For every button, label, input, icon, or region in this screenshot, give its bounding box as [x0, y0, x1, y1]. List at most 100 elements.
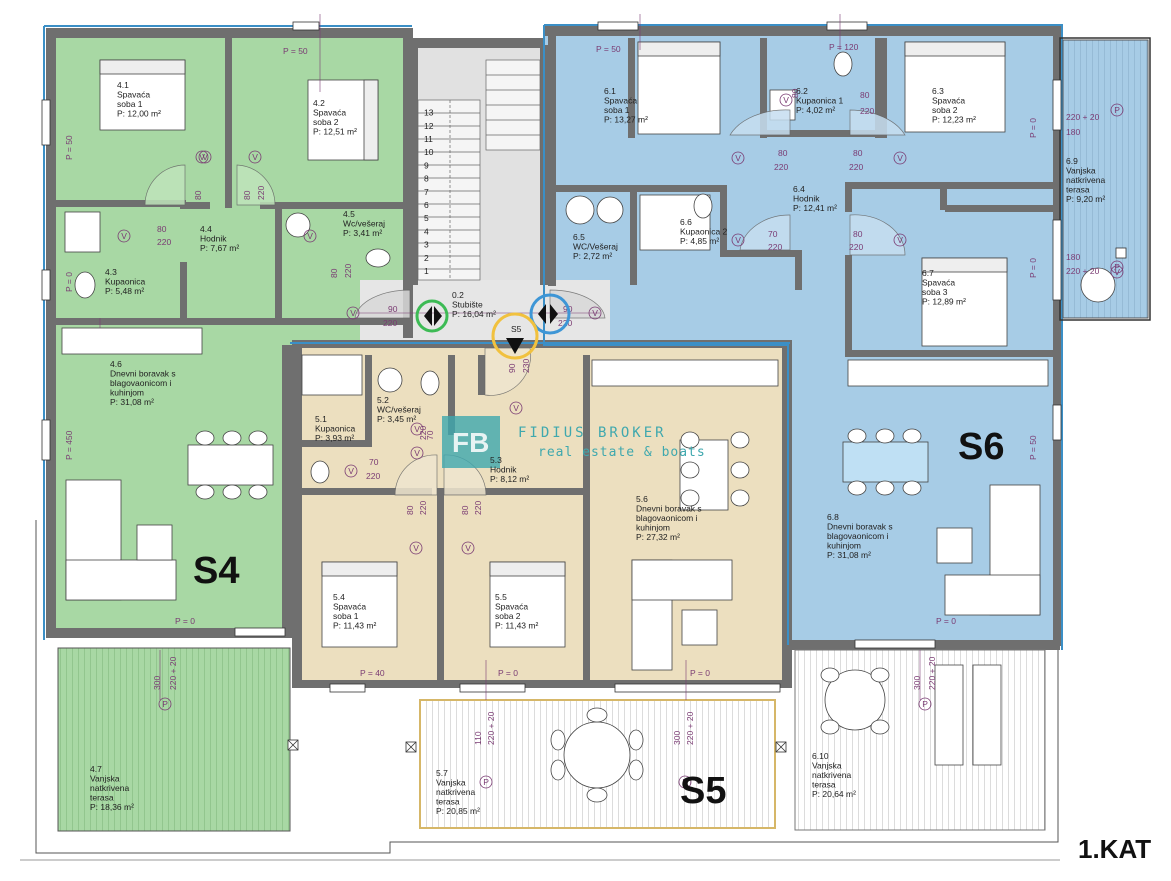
drain-symbol — [678, 775, 692, 789]
room-name: blagovaonicom i — [827, 531, 889, 541]
valve-symbol — [1110, 265, 1124, 279]
dimension-label: 80 — [853, 229, 863, 239]
dimension-label: 220 + 20 — [1066, 266, 1100, 276]
stair-treads — [417, 59, 541, 281]
valve-symbol-label: V — [348, 466, 354, 476]
room-area: P: 13,27 m² — [604, 115, 648, 125]
room-name: Hodnik — [490, 465, 517, 475]
dimension-label: 300 — [912, 676, 922, 690]
stair-step-number: 4 — [424, 226, 429, 236]
room-number: 4.1 — [117, 80, 129, 90]
room-area: P: 12,00 m² — [117, 109, 161, 119]
dimension-label: 220 — [768, 242, 782, 252]
room-number: 6.3 — [932, 86, 944, 96]
room-name: Spavaća — [604, 96, 637, 106]
dimension-label: 180 — [1066, 252, 1080, 262]
room-name: blagovaonicom i — [636, 513, 698, 523]
room-name: kuhinjom — [110, 388, 144, 398]
room-number: 5.3 — [490, 455, 502, 465]
drain-symbol — [158, 697, 172, 711]
room-name: Hodnik — [200, 234, 227, 244]
dimension-label: P = 50 — [64, 135, 74, 160]
valve-symbol-label: V — [202, 152, 208, 162]
valve-symbol-label: V — [513, 403, 519, 413]
dimension-label: 300 — [672, 731, 682, 745]
dimension-label: P = 50 — [283, 46, 308, 56]
valve-symbol-label: V — [121, 231, 127, 241]
room-area: P: 2,72 m² — [573, 251, 612, 261]
room-name: Wc/vešeraj — [343, 219, 385, 229]
entry-arrow-down-icon — [506, 338, 524, 354]
drain-symbol-label: P — [922, 699, 928, 709]
drain-symbol-label: P — [162, 699, 168, 709]
dimension-label: P = 0 — [1028, 258, 1038, 278]
room-area: P: 3,45 m² — [377, 414, 416, 424]
apartment-label-s6: S6 — [958, 426, 1004, 468]
valve-symbol-label: V — [350, 308, 356, 318]
room-area: P: 3,41 m² — [343, 228, 382, 238]
room-name: Dnevni boravak s — [110, 369, 176, 379]
valve-symbol-label: V — [414, 448, 420, 458]
watermark-tagline: real estate & boats — [538, 445, 706, 460]
dimension-label: P = 0 — [64, 272, 74, 292]
dimension-label: P = 0 — [690, 668, 710, 678]
door-swings — [144, 109, 906, 496]
entry-marker-s4 — [415, 299, 449, 333]
valve-symbol — [779, 93, 793, 107]
room-number: 6.7 — [922, 268, 934, 278]
dimension-label: 220 — [418, 501, 428, 515]
valve-symbol — [248, 150, 262, 164]
room-name: Dnevni boravak s — [827, 522, 893, 532]
stair-step-number: 7 — [424, 187, 429, 197]
room-name: Kupaonica 1 — [796, 96, 844, 106]
valve-symbol — [198, 150, 212, 164]
dimension-label: 110 — [473, 731, 483, 745]
room-name: natkrivena — [812, 770, 851, 780]
terrace-4-7 — [57, 647, 291, 832]
room-name: Dnevni boravak s — [636, 504, 702, 514]
room-area: P: 20,64 m² — [812, 789, 856, 799]
dimension-label: P = 0 — [936, 616, 956, 626]
room-number: 4.3 — [105, 267, 117, 277]
entry-marker-s6 — [529, 293, 571, 335]
room-name: Kupaonica — [105, 277, 145, 287]
dimension-label: P = 0 — [175, 616, 195, 626]
room-area: P: 12,89 m² — [922, 297, 966, 307]
room-name: Spavaća — [117, 90, 150, 100]
room-name: soba 1 — [604, 105, 630, 115]
valve-symbol — [893, 151, 907, 165]
drain-symbol-label: P — [1114, 262, 1120, 272]
room-area: P: 31,08 m² — [827, 550, 871, 560]
room-name: Vanjska — [812, 761, 842, 771]
room-number: 5.5 — [495, 592, 507, 602]
room-name: WC/vešeraj — [377, 405, 421, 415]
room-number: 5.4 — [333, 592, 345, 602]
valve-symbol — [509, 401, 523, 415]
valve-symbol — [731, 233, 745, 247]
stair-step-number: 11 — [424, 134, 433, 144]
room-name: soba 2 — [495, 611, 521, 621]
room-name: soba 1 — [117, 99, 143, 109]
valve-symbol-label: V — [783, 95, 789, 105]
svg-text:FB: FB — [452, 427, 489, 458]
room-number: 4.2 — [313, 98, 325, 108]
drain-symbol-label: P — [483, 777, 489, 787]
apartment-label-s5: S5 — [680, 770, 726, 812]
dimension-label: 220 + 20 — [927, 656, 937, 690]
room-name: kuhinjom — [827, 541, 861, 551]
room-number: 5.2 — [377, 395, 389, 405]
valve-symbol-label: V — [199, 152, 205, 162]
entry-label-s5: S5 — [511, 324, 522, 334]
stair-step-number: 3 — [424, 240, 429, 250]
valve-symbol-label: V — [897, 153, 903, 163]
room-name: natkrivena — [90, 783, 129, 793]
room-area: P: 31,08 m² — [110, 397, 154, 407]
drain-symbol — [918, 697, 932, 711]
room-area: P: 9,20 m² — [1066, 194, 1105, 204]
room-name: Spavaća — [333, 602, 366, 612]
room-number: 6.8 — [827, 512, 839, 522]
dimension-label: 80 — [860, 90, 870, 100]
room-name: Kupaonica — [315, 424, 355, 434]
dimension-label: 220 + 20 — [685, 711, 695, 745]
room-area: P: 18,36 m² — [90, 802, 134, 812]
